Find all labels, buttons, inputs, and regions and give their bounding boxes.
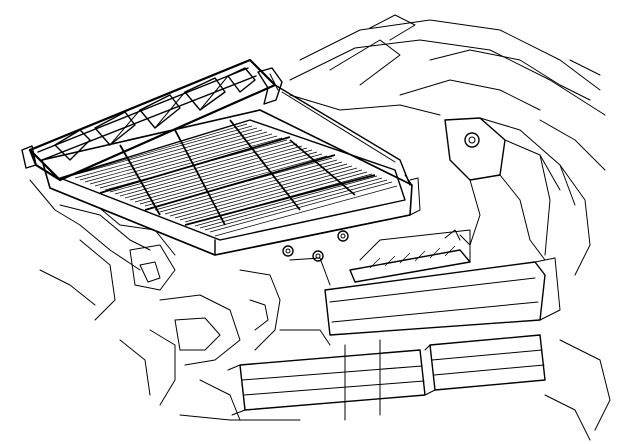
vehicle-structure bbox=[29, 14, 611, 441]
filter-ribs bbox=[99, 119, 376, 226]
filter-pleats bbox=[64, 123, 398, 237]
cabin-air-filter bbox=[21, 58, 421, 256]
